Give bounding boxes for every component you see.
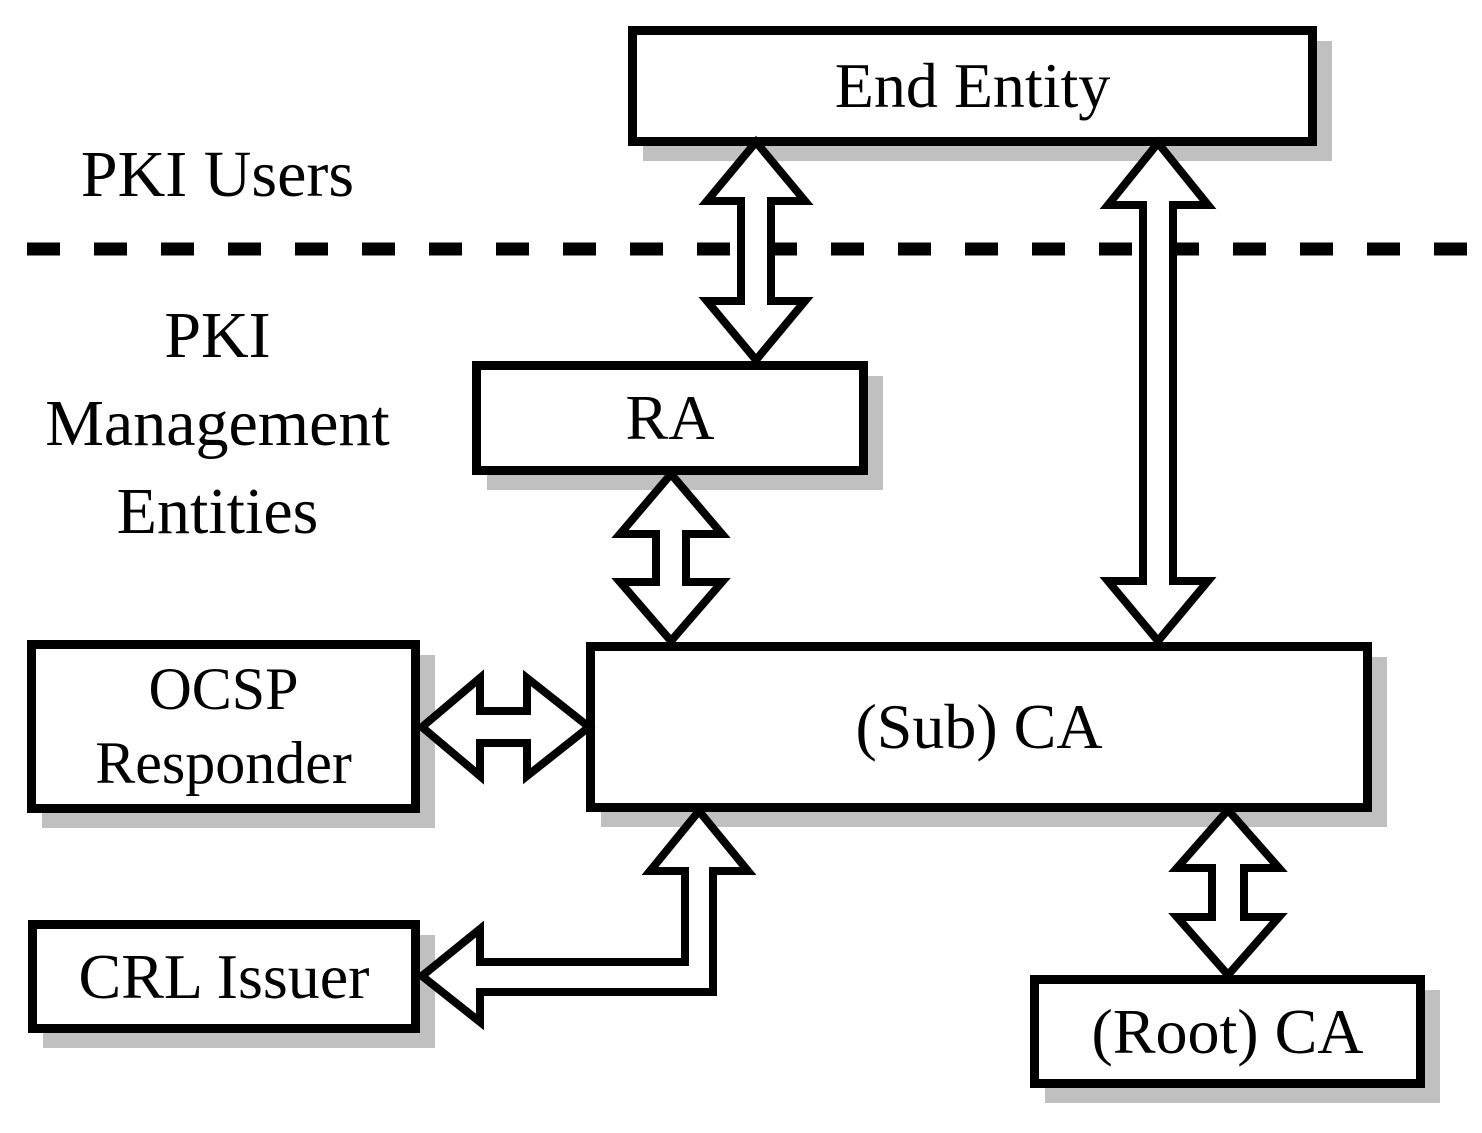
- arrow-end-entity-ra: [698, 135, 814, 367]
- sub-ca-box: (Sub) CA: [586, 642, 1372, 812]
- pki-management-entities-label-line1: PKI: [164, 299, 271, 372]
- arrow-ocsp-sub-ca: [415, 669, 596, 785]
- pki-management-entities-label-line3: Entities: [116, 475, 319, 548]
- root-ca-label: (Root) CA: [1091, 995, 1364, 1067]
- pki-management-entities-label-line2: Management: [45, 387, 390, 460]
- root-ca-box: (Root) CA: [1030, 975, 1425, 1088]
- ra-label: RA: [625, 382, 715, 454]
- sub-ca-label: (Sub) CA: [855, 691, 1103, 763]
- arrow-sub-ca-root-ca: [1168, 803, 1288, 982]
- arrow-end-entity-sub-ca: [1099, 136, 1217, 648]
- end-entity-box: End Entity: [628, 26, 1317, 146]
- ocsp-responder-label-line2: Responder: [95, 729, 352, 796]
- ocsp-responder-label-line1: OCSP: [148, 656, 299, 723]
- ocsp-responder-label: OCSP Responder: [95, 653, 352, 799]
- end-entity-label: End Entity: [834, 50, 1111, 122]
- pki-management-entities-label: PKI Management Entities: [20, 292, 415, 556]
- crl-issuer-label: CRL Issuer: [78, 940, 370, 1012]
- ocsp-responder-box: OCSP Responder: [27, 640, 420, 813]
- pki-users-label: PKI Users: [80, 138, 355, 211]
- arrow-ra-sub-ca: [611, 467, 731, 648]
- crl-issuer-box: CRL Issuer: [28, 920, 420, 1033]
- arrow-sub-ca-crl-issuer: [415, 804, 757, 1031]
